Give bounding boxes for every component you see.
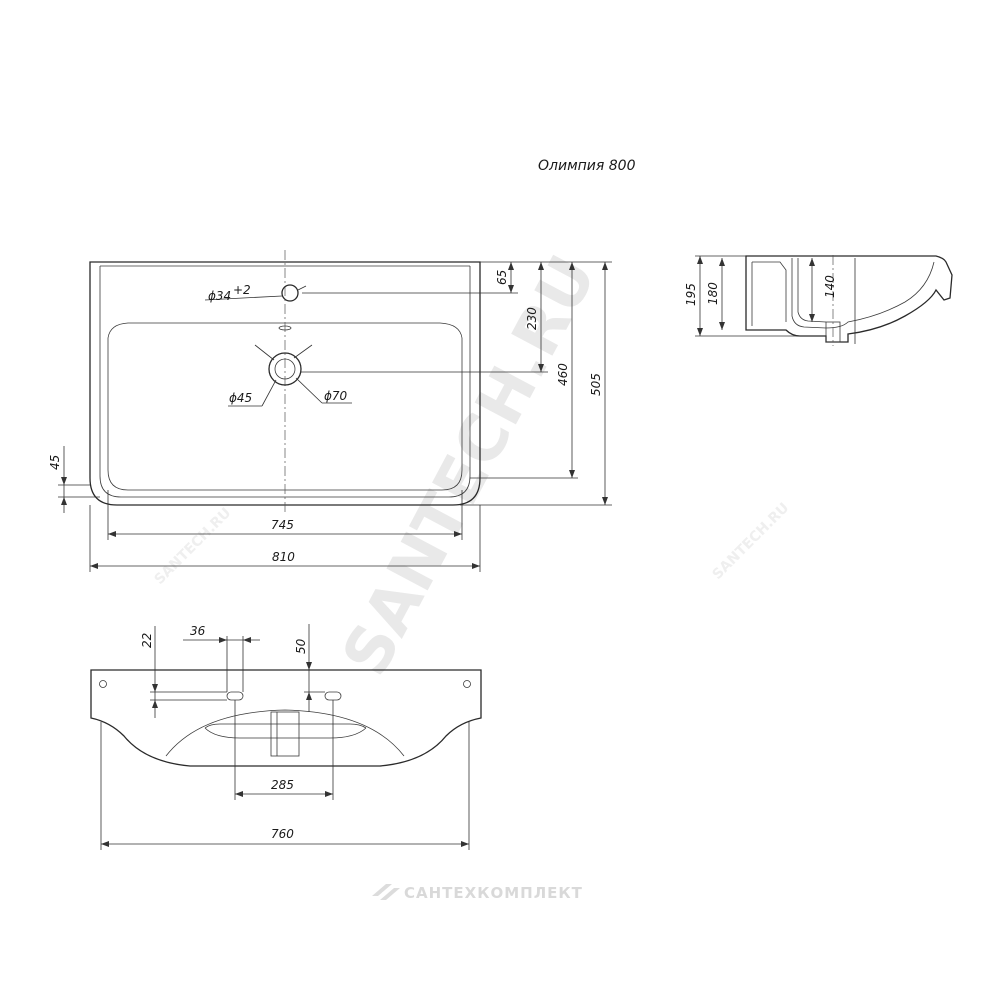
watermark: SANTECH.RU SANTECH.RU SANTECH.RU [152,244,793,687]
bowl-opening [107,322,463,491]
brand-watermark: САНТЕХКОМПЛЕКТ [372,884,583,902]
side-outer-profile [745,255,953,343]
dim-460: 460 [556,363,570,386]
brand-logo-icon [372,884,400,900]
front-bowl-curve [165,709,405,757]
dim-230: 230 [525,307,539,330]
dim-505: 505 [589,373,603,396]
tap-hole-tolerance: +2 [233,283,251,297]
side-view: 195 180 140 [684,255,953,346]
dim-180: 180 [706,282,720,305]
dim-195: 195 [684,283,698,306]
slot-left [226,691,244,701]
tap-hole-label: ϕ34 [208,289,231,303]
watermark-secondary-right: SANTECH.RU [710,500,793,583]
drain-outer-label: ϕ70 [324,389,348,403]
dim-36: 36 [190,624,206,638]
mount-hole-right [463,680,471,688]
dim-65: 65 [495,270,509,285]
tap-hole [281,284,299,302]
dim-285: 285 [271,778,294,792]
side-inner-bowl [791,258,935,329]
slot-right [324,691,342,701]
drawing-title: Олимпия 800 [538,158,636,174]
drain-inner [274,358,296,380]
watermark-secondary-left: SANTECH.RU [152,505,235,588]
front-view: 22 36 50 285 760 [90,624,482,850]
brand-name: САНТЕХКОМПЛЕКТ [404,884,583,902]
overflow-slot [278,325,292,331]
basin-outer-outline [89,261,481,506]
dim-50: 50 [294,638,308,654]
drain-outer [268,352,302,386]
front-outline [90,669,482,767]
top-view: ϕ34 +2 ϕ45 ϕ70 65 230 460 [48,250,612,572]
dim-22: 22 [140,633,154,648]
dim-140: 140 [823,275,837,298]
dim-810: 810 [272,550,295,564]
dim-45: 45 [48,455,62,470]
front-drain [270,711,300,757]
dim-745: 745 [271,518,294,532]
drain-inner-label: ϕ45 [229,391,252,405]
mount-hole-left [99,680,107,688]
dim-760: 760 [271,827,294,841]
